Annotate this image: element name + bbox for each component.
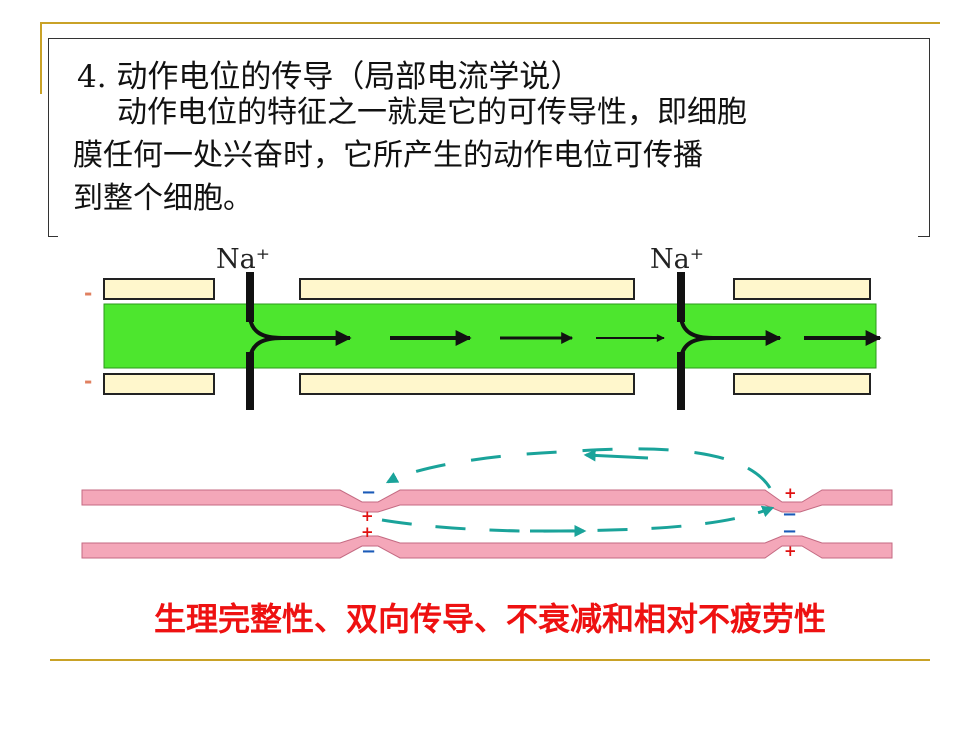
- node-left-sign-4: −: [361, 541, 376, 562]
- node-right-sign-2: −: [782, 504, 797, 525]
- na-ion-label-left: Na⁺: [216, 244, 270, 275]
- node-left-sign-3: +: [361, 523, 374, 541]
- properties-caption: 生理完整性、双向传导、不衰减和相对不疲劳性: [153, 600, 826, 638]
- myelin-segment: [299, 278, 635, 300]
- bottom-accent-rule: [50, 659, 930, 661]
- outer-current-arrow: [385, 447, 772, 489]
- body-paragraph: 动作电位的特征之一就是它的可传导性，即细胞 膜任何一处兴奋时，它所产生的动作电位…: [73, 91, 923, 220]
- top-accent-rule: [40, 22, 940, 24]
- side-minus-bottom: -: [84, 369, 92, 393]
- paragraph-line-1-text: 动作电位的特征之一就是它的可传导性，即细胞: [117, 95, 747, 130]
- paragraph-line-3: 到整个细胞。: [73, 181, 253, 216]
- node-left-sign-1: −: [361, 482, 376, 503]
- membrane-lower: [81, 535, 893, 559]
- myelin-segment: [733, 278, 871, 300]
- node-right-sign-3: −: [782, 521, 797, 542]
- local-current-diagram: − + + − + − − +: [81, 447, 893, 562]
- paragraph-line-1: 动作电位的特征之一就是它的可传导性，即细胞: [73, 91, 923, 134]
- text-box-corner-left: [48, 228, 58, 237]
- myelin-segment: [103, 373, 215, 395]
- outer-current-arrow-head: [583, 449, 649, 462]
- na-ion-label-right: Na⁺: [650, 244, 704, 275]
- text-box-corner-right: [918, 228, 930, 237]
- membrane-upper: [81, 489, 893, 513]
- inner-current-arrow: [381, 505, 775, 533]
- node-right-sign-1: +: [784, 484, 797, 502]
- ion-channel-right: [677, 272, 714, 410]
- myelin-segment: [103, 278, 215, 300]
- paragraph-line-2: 膜任何一处兴奋时，它所产生的动作电位可传播: [73, 138, 703, 173]
- side-minus-top: -: [84, 281, 92, 305]
- myelin-segment: [733, 373, 871, 395]
- left-accent-rule: [40, 22, 42, 94]
- myelinated-axon-diagram: Na⁺ Na⁺ - -: [84, 244, 882, 410]
- text-box: 4. 动作电位的传导（局部电流学说） 动作电位的特征之一就是它的可传导性，即细胞…: [48, 38, 930, 236]
- ion-channel-left: [246, 272, 283, 410]
- slide-heading: 4. 动作电位的传导（局部电流学说）: [77, 59, 582, 95]
- node-right-sign-4: +: [784, 542, 797, 560]
- myelin-segment: [299, 373, 635, 395]
- node-left-sign-2: +: [361, 507, 374, 525]
